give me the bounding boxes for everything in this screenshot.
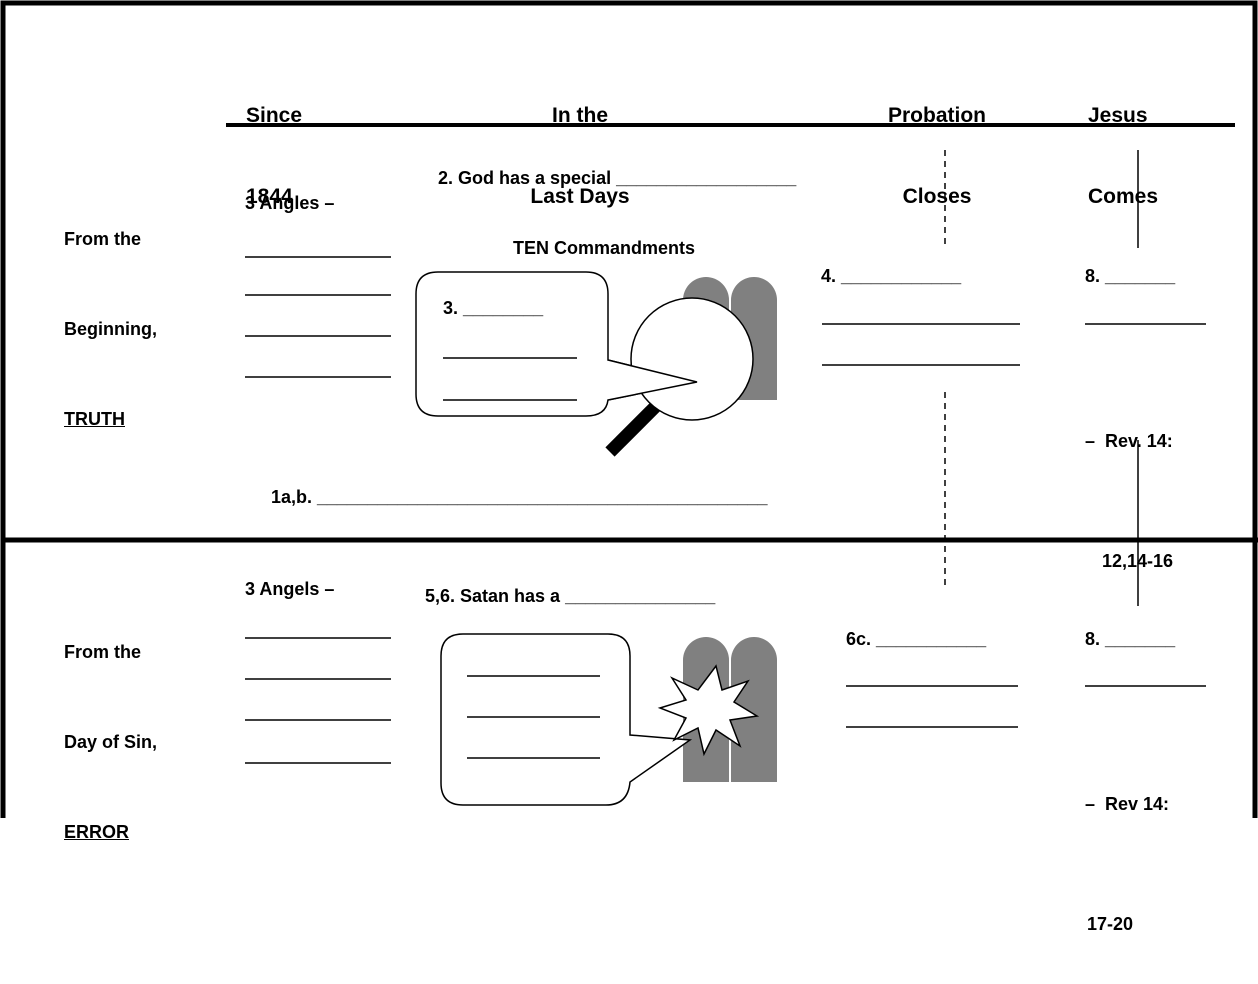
header-jesus-comes: Jesus Comes [1088,48,1158,237]
header-probation-line1: Probation [888,104,986,127]
error-label-line2: Day of Sin, [64,732,158,752]
error-angels-blanks [245,637,391,764]
ten-commandments-label: TEN Commandments [513,238,696,258]
god-special-prompt: 2. God has a special __________________ [438,168,797,188]
truth-angels-blanks [245,256,391,378]
header-jesus-line1: Jesus [1088,104,1148,127]
truth-label-line2: Beginning, [64,319,157,339]
error-speech-bubble [440,633,693,806]
truth-row-label: From the Beginning, TRUTH [64,164,157,464]
error-angels-label: 3 Angels – [245,579,335,599]
header-jesus-line2: Comes [1088,185,1159,208]
header-since: Since 1844 [246,48,302,237]
satan-has-prompt: 5,6. Satan has a _______________ [425,586,716,606]
truth-angels-label: 3 Angles – [245,193,335,213]
error-item-8-prompt: 8. _______ [1085,629,1176,649]
error-probation-blanks [846,685,1018,728]
error-rev-reference: – Rev 14: 17-20 [1085,704,1169,984]
truth-rev-reference: – Rev. 14: 12,14-16 [1085,341,1173,621]
header-probation: Probation Closes [862,48,1012,237]
error-bubble-blanks [467,675,600,759]
header-since-line2: 1844 [246,185,293,208]
truth-rev-line1: – Rev. 14: [1085,431,1173,451]
truth-bubble-blanks [443,357,577,401]
header-probation-line2: Closes [902,185,972,208]
explosion-burst-icon [657,664,760,757]
truth-label-keyword: TRUTH [64,409,125,429]
header-last-days: In the Last Days [490,48,670,237]
worksheet-graphics [0,0,1258,818]
item-6c-prompt: 6c. ___________ [846,629,987,649]
outer-frame [0,0,1258,818]
truth-rev-line2: 12,14-16 [1102,551,1174,571]
error-label-keyword: ERROR [64,822,130,842]
truth-label-line1: From the [64,229,142,249]
truth-probation-blanks [822,323,1020,366]
item-1ab-prompt: 1a,b. __________________________________… [271,487,768,507]
item-4-prompt: 4. ____________ [821,266,962,286]
error-label-line1: From the [64,642,142,662]
header-last-days-line1: In the [552,104,608,127]
truth-item-8-prompt: 8. _______ [1085,266,1176,286]
item-3-prompt: 3. ________ [443,298,544,318]
error-row-label: From the Day of Sin, ERROR [64,577,157,877]
header-last-days-line2: Last Days [530,185,630,208]
error-rev-line1: – Rev 14: [1085,794,1170,814]
magnifying-glass-icon [605,297,754,457]
header-since-line1: Since [246,104,303,127]
error-rev-line2: 17-20 [1087,914,1134,934]
